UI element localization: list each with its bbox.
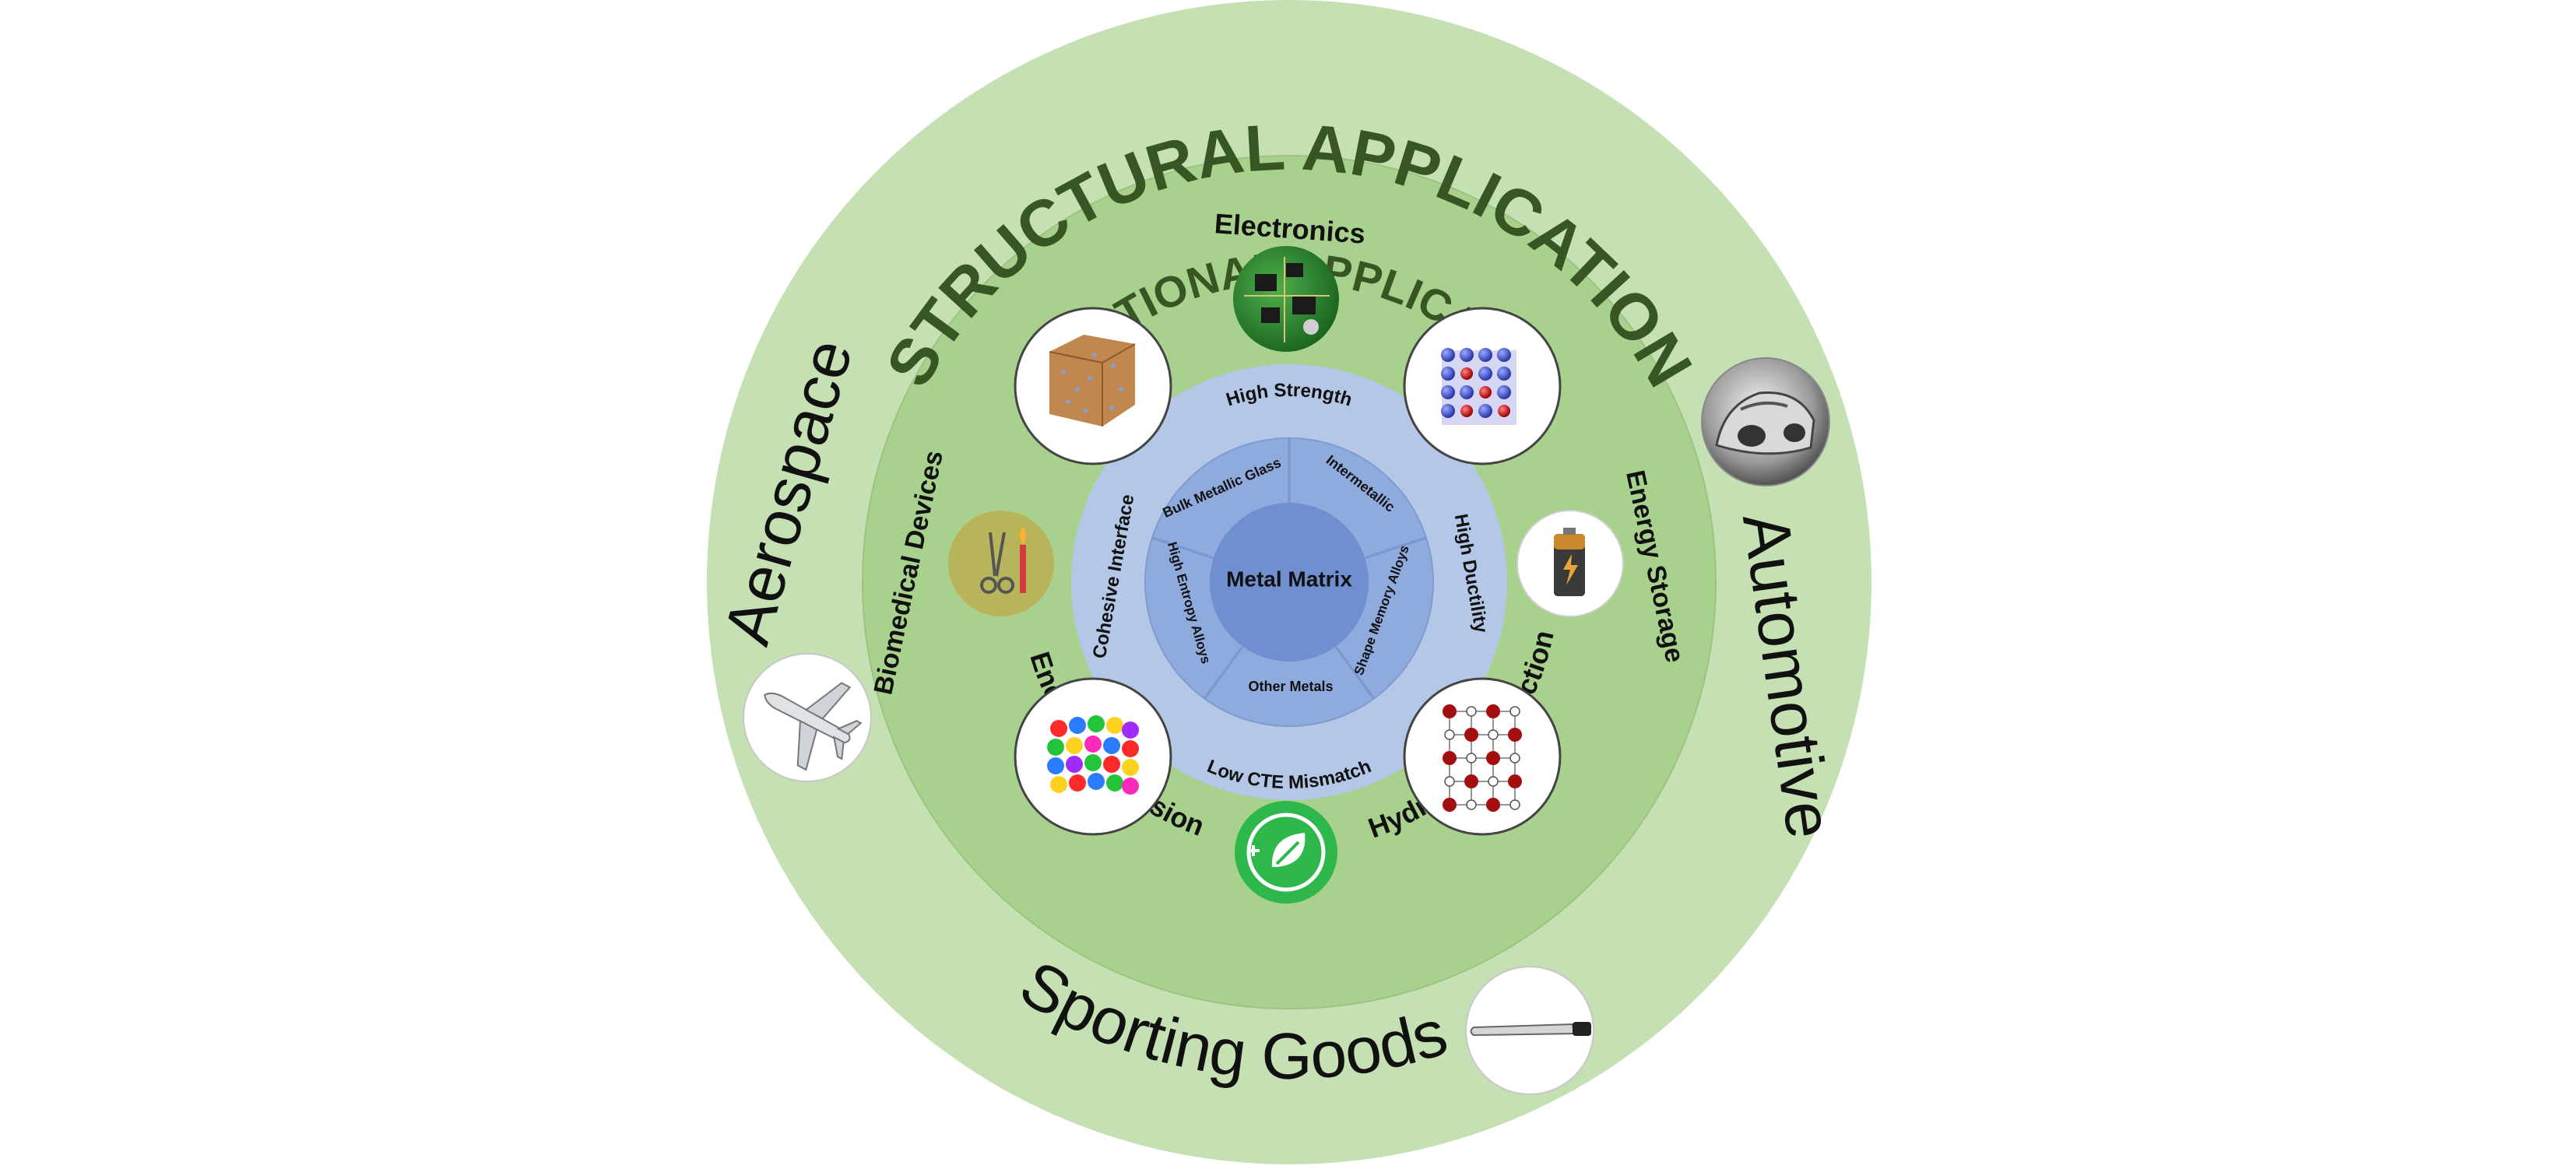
other-metals-label: Other Metals	[1248, 679, 1333, 694]
sports-car-icon	[1701, 357, 1830, 486]
circuit-board-icon	[1233, 246, 1339, 352]
baseball-bat-icon	[1465, 966, 1594, 1095]
eco-leaf-plug-icon	[1235, 801, 1337, 904]
metal-matrix-center	[1210, 503, 1369, 662]
ordered-lattice-cube-icon	[1403, 307, 1562, 465]
airplane-icon	[743, 653, 872, 782]
surgical-tools-icon	[948, 511, 1054, 616]
battery-icon	[1516, 510, 1624, 617]
core-segment-dividers	[1151, 438, 1427, 700]
metal-matrix-label: Metal Matrix	[1226, 567, 1352, 591]
amorphous-cube-icon	[1014, 307, 1172, 465]
high-entropy-lattice-icon	[1014, 677, 1172, 836]
phase-lattice-icon	[1403, 677, 1562, 836]
